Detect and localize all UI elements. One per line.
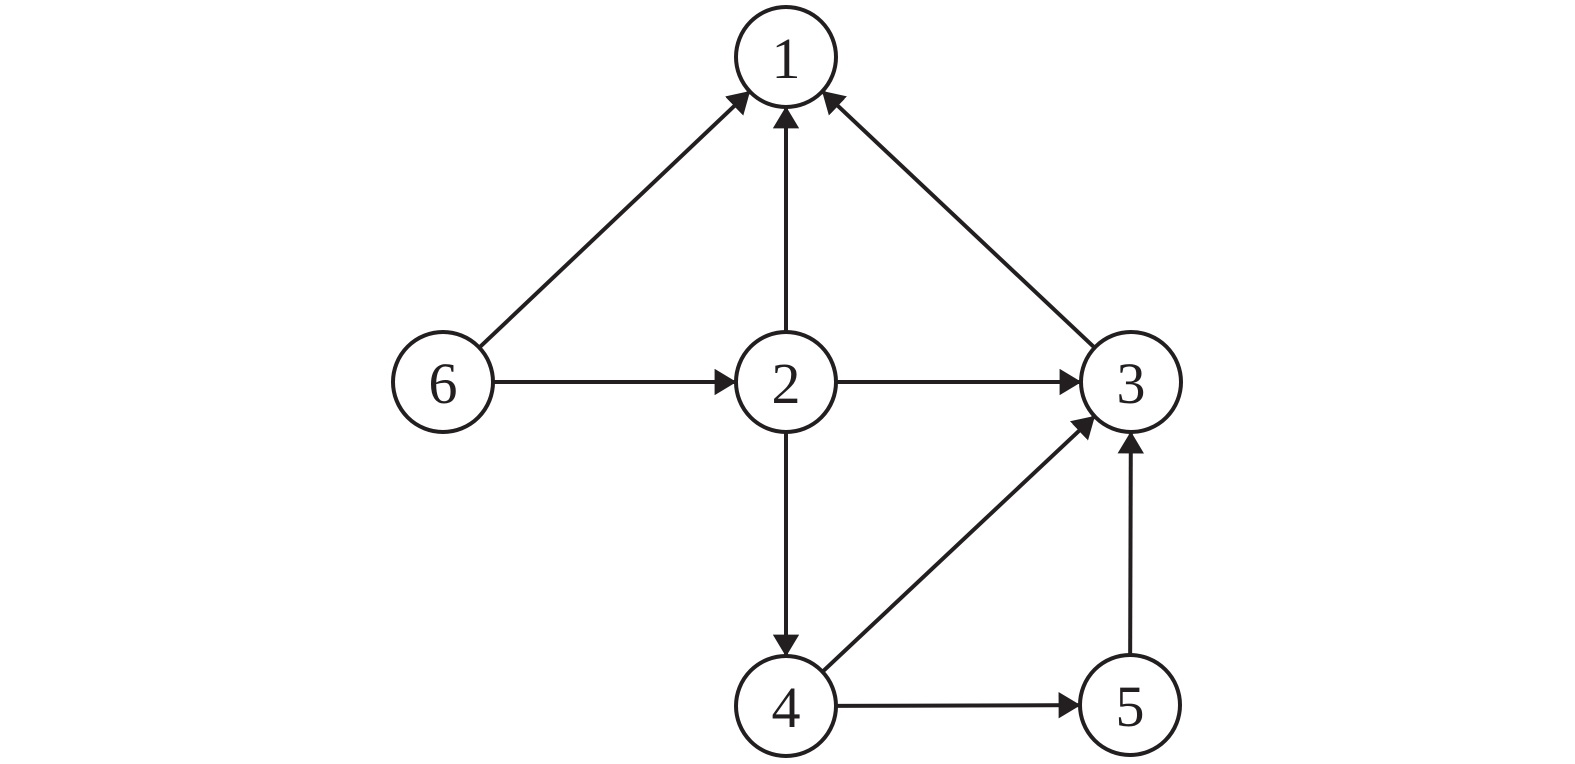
node-2: 2 <box>734 330 838 434</box>
node-3-label: 3 <box>1117 351 1146 416</box>
node-5: 5 <box>1078 653 1182 757</box>
node-4: 4 <box>734 654 838 758</box>
node-1-circle <box>734 5 838 109</box>
node-3: 3 <box>1079 330 1183 434</box>
node-1-label: 1 <box>772 26 801 91</box>
node-6: 6 <box>391 330 495 434</box>
edge-4-to-5 <box>835 692 1081 719</box>
node-4-label: 4 <box>772 675 801 740</box>
node-5-circle <box>1078 653 1182 757</box>
node-2-circle <box>734 330 838 434</box>
edge-6-to-1 <box>477 90 751 350</box>
node-6-label: 6 <box>429 351 458 416</box>
edges-layer <box>477 90 1144 719</box>
edge-4-to-3 <box>821 415 1096 674</box>
edge-5-to-3 <box>1117 431 1144 656</box>
node-1: 1 <box>734 5 838 109</box>
nodes-layer: 1 2 3 4 5 6 <box>391 5 1183 758</box>
node-5-label: 5 <box>1116 674 1145 739</box>
node-2-label: 2 <box>772 351 801 416</box>
node-6-circle <box>391 330 495 434</box>
edge-3-to-1 <box>821 90 1096 350</box>
node-4-circle <box>734 654 838 758</box>
node-3-circle <box>1079 330 1183 434</box>
